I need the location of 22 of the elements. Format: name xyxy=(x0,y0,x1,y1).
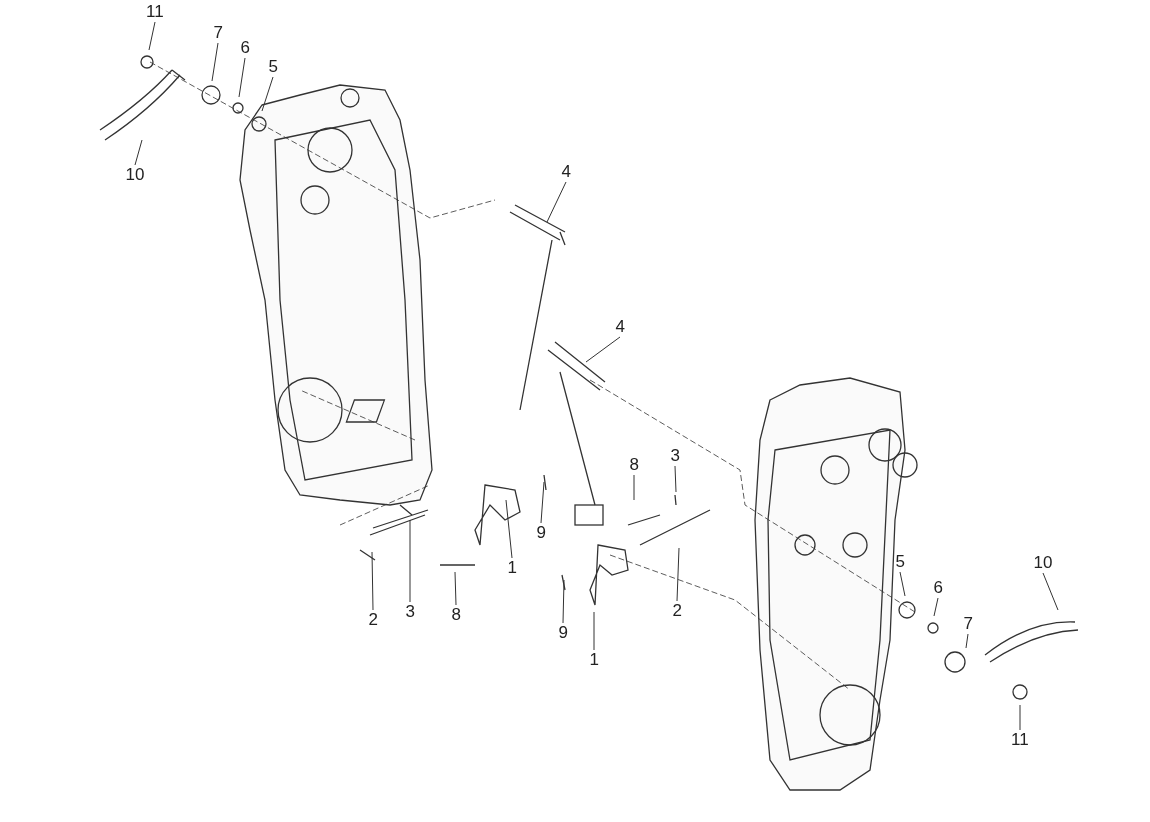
leader-line xyxy=(1042,572,1059,611)
leader-line xyxy=(633,474,635,501)
leader-line xyxy=(674,465,677,493)
leader-line xyxy=(562,579,565,624)
leader-line xyxy=(546,181,567,223)
leader-line xyxy=(1019,704,1021,731)
leader-line xyxy=(505,499,513,559)
leader-line xyxy=(238,57,246,98)
leader-line xyxy=(540,481,545,524)
leader-line xyxy=(676,547,680,602)
leader-line xyxy=(933,597,939,617)
leader-line xyxy=(593,611,595,651)
leader-line xyxy=(261,76,274,112)
leader-line xyxy=(899,571,906,597)
leader-line xyxy=(965,633,969,649)
leader-line xyxy=(134,139,143,166)
leader-line xyxy=(371,551,374,611)
leader-line xyxy=(148,21,156,51)
leader-line xyxy=(454,571,457,606)
leader-line xyxy=(211,42,219,82)
leader-line xyxy=(585,336,621,363)
leader-line xyxy=(409,519,411,603)
